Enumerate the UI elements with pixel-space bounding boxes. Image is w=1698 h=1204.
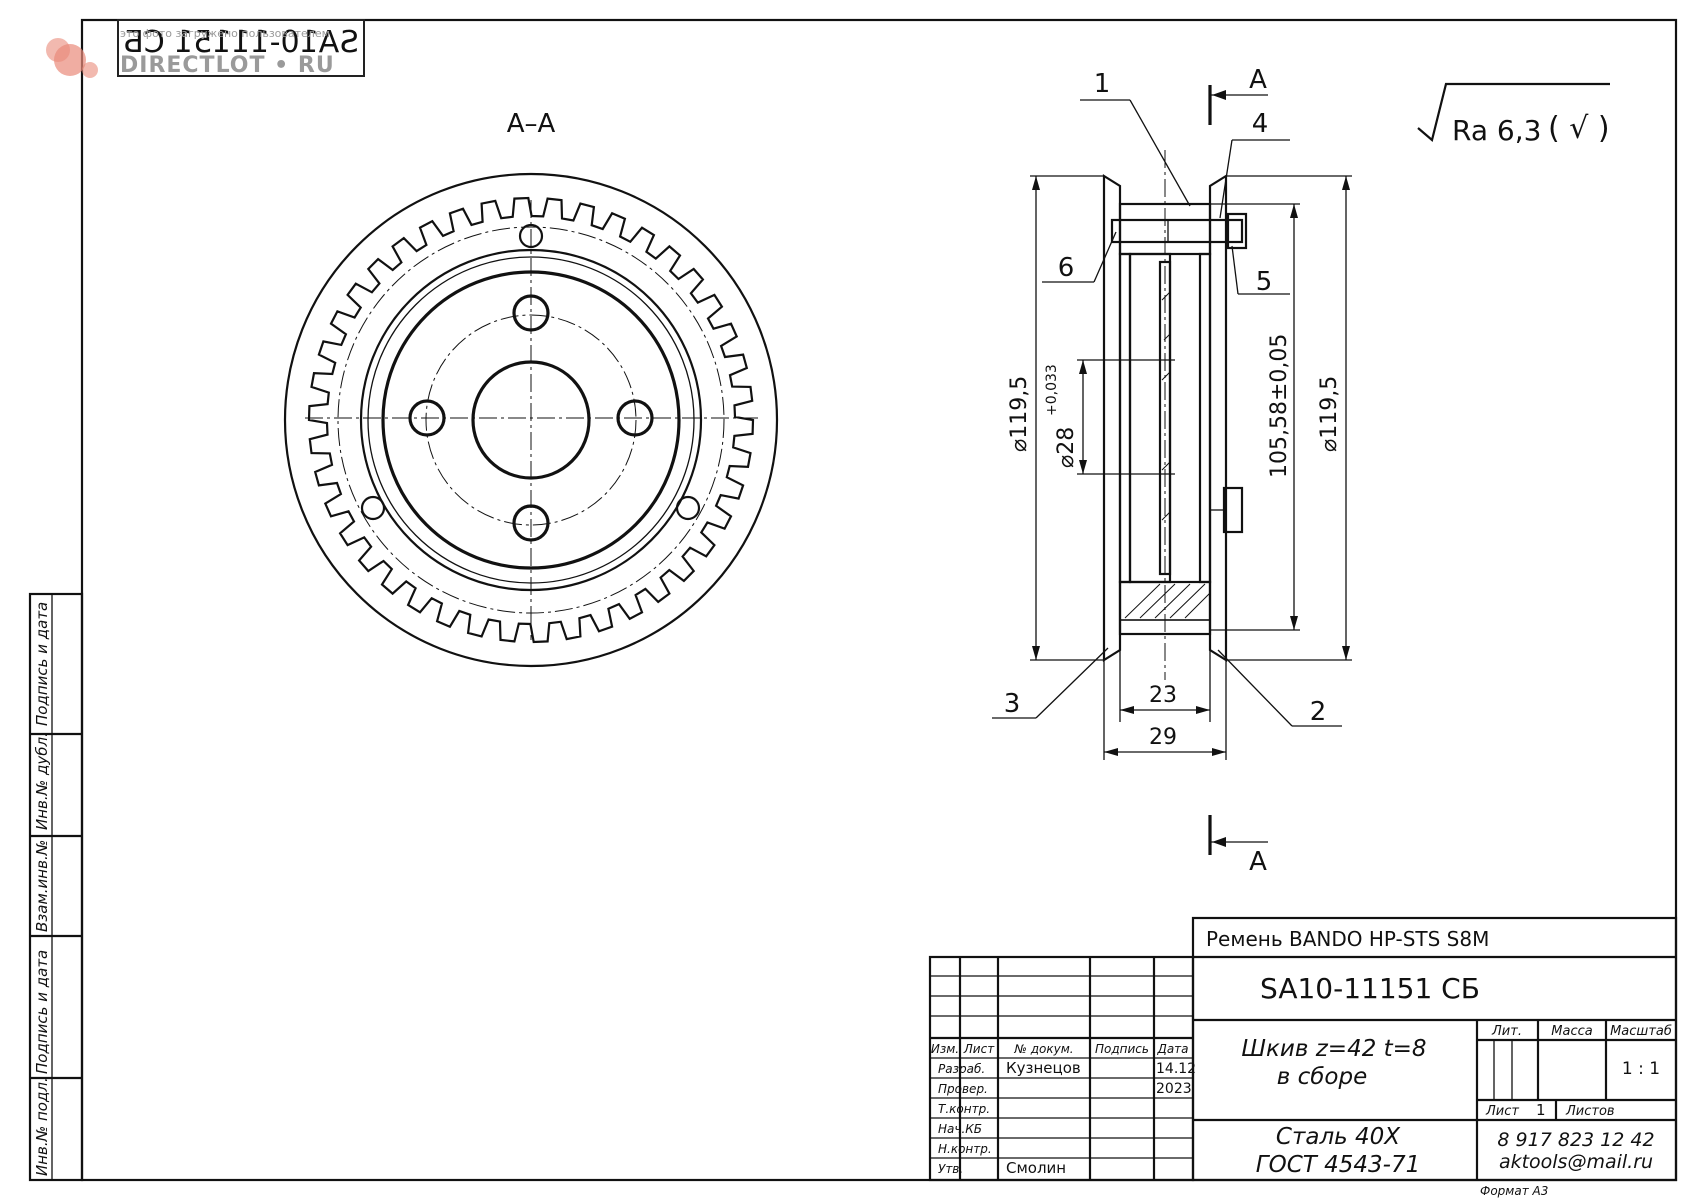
sheet-value: 1 bbox=[1536, 1101, 1546, 1119]
mirrored-code: SA10-11151 СБ bbox=[123, 25, 359, 60]
sheets-label: Листов bbox=[1565, 1104, 1615, 1119]
col-date: Дата bbox=[1156, 1042, 1188, 1056]
strip-replace-inv: Взам.инв.№ bbox=[33, 840, 51, 932]
dim-width-inner: 23 bbox=[1149, 683, 1177, 708]
callout-5: 5 bbox=[1256, 267, 1273, 297]
col-sheet: Лист bbox=[963, 1042, 995, 1056]
role-head: Нач.КБ bbox=[938, 1122, 982, 1136]
part-name-line1: Шкив z=42 t=8 bbox=[1241, 1036, 1426, 1062]
section-label: А–А bbox=[507, 109, 556, 139]
watermark-note: это фото загружено пользователем bbox=[120, 27, 330, 40]
squirrel-logo-icon bbox=[46, 38, 98, 78]
role-tech-control: Т.контр. bbox=[938, 1102, 990, 1116]
side-view bbox=[1077, 150, 1248, 680]
roughness-value: Ra 6,3 bbox=[1452, 114, 1541, 147]
role-approver: Утв. bbox=[938, 1162, 963, 1176]
pulley-teeth bbox=[307, 196, 755, 644]
dim-outer-right: ⌀119,5 bbox=[1317, 376, 1342, 452]
mass-label: Масса bbox=[1551, 1024, 1592, 1039]
title-note: Ремень BANDO HP-STS S8M bbox=[1206, 927, 1489, 951]
drawing-frame bbox=[80, 18, 1678, 1182]
developer-date-1: 14.12 bbox=[1156, 1061, 1196, 1077]
side-strip bbox=[28, 592, 84, 1182]
dimension-lines bbox=[1030, 175, 1352, 760]
format-label: Формат А3 bbox=[1480, 1184, 1548, 1198]
scale-value: 1 : 1 bbox=[1622, 1059, 1660, 1079]
screw-hole bbox=[675, 495, 701, 521]
title-block-grid bbox=[928, 916, 1678, 1182]
callout-2: 2 bbox=[1310, 697, 1327, 727]
view-marker: А А bbox=[1208, 65, 1268, 877]
screw-hole bbox=[360, 495, 386, 521]
callout-3: 3 bbox=[1004, 689, 1021, 719]
developer-name: Кузнецов bbox=[1006, 1059, 1081, 1077]
phone: 8 917 823 12 42 bbox=[1497, 1129, 1654, 1151]
material-line2: ГОСТ 4543-71 bbox=[1256, 1152, 1420, 1178]
dim-bore-tolerance: +0,033 bbox=[1044, 364, 1060, 416]
role-developer: Разраб. bbox=[938, 1062, 985, 1076]
callout-1: 1 bbox=[1094, 69, 1111, 99]
scale-label: Масштаб bbox=[1610, 1024, 1672, 1039]
strip-inv-orig: Инв.№ подл. bbox=[33, 1077, 51, 1176]
part-name-line2: в сборе bbox=[1277, 1064, 1368, 1090]
designation: SA10-11151 СБ bbox=[1260, 972, 1480, 1005]
email: aktools@mail.ru bbox=[1499, 1151, 1653, 1173]
front-view bbox=[283, 172, 779, 668]
strip-sign-date-1: Подпись и дата bbox=[33, 602, 51, 726]
dim-pitch: 105,58±0,05 bbox=[1267, 334, 1292, 478]
approver-name: Смолин bbox=[1006, 1159, 1066, 1177]
watermark-site: DIRECTLOT • RU bbox=[120, 53, 335, 78]
bolt bbox=[1110, 218, 1244, 244]
watermark: SA10-11151 СБ это фото загружено пользов… bbox=[46, 19, 365, 78]
hatch-region bbox=[1119, 291, 1211, 621]
lit-label: Лит. bbox=[1491, 1024, 1522, 1039]
view-letter-top: А bbox=[1249, 65, 1267, 95]
dim-outer-left: ⌀119,5 bbox=[1007, 376, 1032, 452]
view-letter-bottom: А bbox=[1249, 847, 1267, 877]
sheet-label: Лист bbox=[1485, 1104, 1519, 1119]
roughness-check: ( √ ) bbox=[1548, 111, 1610, 146]
col-doc-no: № докум. bbox=[1013, 1042, 1073, 1056]
role-checker: Провер. bbox=[938, 1082, 988, 1096]
callout-4: 4 bbox=[1252, 109, 1269, 139]
strip-sign-date-2: Подпись и дата bbox=[33, 950, 51, 1074]
col-signature: Подпись bbox=[1095, 1042, 1149, 1056]
dim-width-outer: 29 bbox=[1149, 725, 1177, 750]
role-norm-control: Н.контр. bbox=[938, 1142, 992, 1156]
dim-bore: ⌀28 bbox=[1054, 427, 1079, 468]
callout-6: 6 bbox=[1058, 253, 1075, 283]
col-rev: Изм. bbox=[931, 1042, 959, 1056]
roughness-symbol: Ra 6,3 ( √ ) bbox=[1417, 82, 1610, 147]
material-line1: Сталь 40Х bbox=[1276, 1124, 1401, 1150]
strip-inv-dup: Инв.№ дубл. bbox=[33, 732, 51, 830]
developer-date-2: 2023 bbox=[1156, 1081, 1192, 1097]
callout-leaders bbox=[992, 99, 1342, 727]
